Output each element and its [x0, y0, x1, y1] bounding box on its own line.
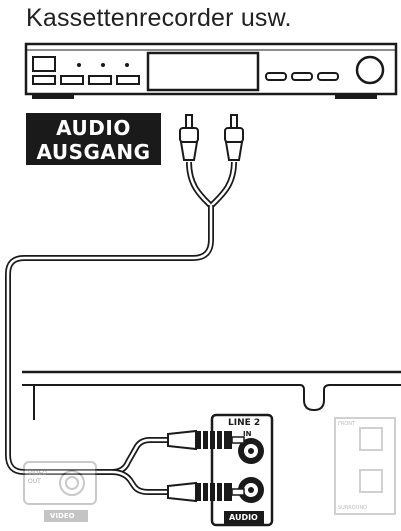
display-window: [146, 51, 260, 92]
rca-plug-lower-horizontal: [167, 481, 245, 503]
left-foot: [32, 94, 74, 99]
right-foot: [335, 94, 377, 99]
audio-label: AUDIO: [229, 513, 258, 522]
audio-cable: [5, 161, 237, 495]
eject-button: [32, 56, 56, 72]
transport-buttons: [32, 75, 140, 85]
speaker-terminals: [334, 417, 396, 515]
indicator-dot: [125, 63, 129, 67]
volume-knob: [355, 55, 385, 85]
badge-line-2: AUSGANG: [36, 140, 151, 164]
in-label: IN: [243, 430, 252, 438]
diagram-title: Kassettenrecorder usw.: [26, 4, 292, 32]
indicator-dot: [101, 63, 105, 67]
video-label: VIDEO: [50, 512, 75, 520]
surround-label: SURROUND: [338, 505, 367, 511]
rca-plug-upper-horizontal: [167, 429, 245, 451]
indicator-dot: [77, 63, 81, 67]
badge-line-1: AUDIO: [56, 116, 131, 140]
function-buttons: [265, 72, 339, 81]
rca-plug-right-top: [224, 114, 244, 161]
audio-output-badge: AUDIO AUSGANG: [26, 113, 161, 165]
front-label: FRONT: [338, 421, 356, 427]
cassette-recorder: [24, 42, 398, 99]
rca-plug-left-top: [179, 114, 199, 161]
video-out-jack: [23, 461, 97, 522]
video-out-label: VIDEO OUT: [28, 470, 48, 485]
line2-label: LINE 2: [228, 418, 261, 428]
audio-label-bar: [224, 511, 264, 525]
